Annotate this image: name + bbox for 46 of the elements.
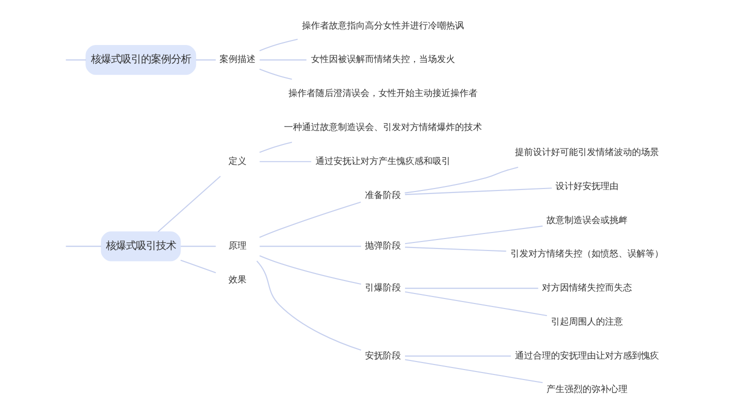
node-text: 原理	[228, 242, 247, 252]
connector	[405, 246, 506, 252]
connector	[260, 161, 312, 162]
node-text: 操作者故意指向高分女性并进行冷嘲热讽	[302, 21, 464, 32]
node-text: 故意制造误会或挑衅	[546, 216, 628, 226]
node-text: 准备阶段	[364, 190, 401, 201]
node-text: 操作者随后澄清误会，女性开始主动接近操作者	[288, 89, 478, 100]
connector	[259, 255, 362, 285]
connector	[404, 226, 543, 244]
connector	[404, 291, 548, 316]
connector	[259, 68, 292, 80]
node-text: 产生强烈的弥补心理	[546, 385, 628, 396]
connector	[158, 176, 221, 232]
connector	[259, 202, 361, 238]
node-text: 引爆阶段	[364, 284, 401, 294]
node-text: 案例描述	[220, 55, 256, 66]
node-text: 定义	[228, 156, 247, 167]
connector	[180, 260, 216, 274]
node-text: 对方因情绪失控而失态	[542, 284, 632, 294]
connector	[256, 260, 362, 351]
connector	[404, 166, 518, 194]
connector	[66, 246, 102, 247]
node-text: 一种通过故意制造误会、引发对方情绪爆炸的技术	[284, 122, 482, 133]
node-text: 设计好安抚理由	[556, 182, 619, 192]
node-text: 通过安抚让对方产生愧疚感和吸引	[315, 156, 450, 167]
connector	[405, 188, 552, 196]
connector	[405, 356, 511, 357]
node-text: 提前设计好可能引发情绪波动的场景	[515, 148, 660, 158]
node-text: 通过合理的安抚理由让对方感到愧疚	[515, 351, 660, 362]
connector	[404, 359, 543, 384]
connector	[405, 288, 538, 289]
connector	[66, 59, 86, 60]
node-text: 效果	[228, 275, 247, 286]
node-text: 抛弹阶段	[364, 242, 401, 252]
connector	[260, 246, 362, 247]
node-text: 安抚阶段	[364, 351, 401, 362]
connector	[259, 38, 298, 52]
connector	[260, 59, 306, 60]
node-box: 核爆式吸引的案例分析	[86, 45, 196, 75]
node-text: 女性因被误解而情绪失控，当场发火	[310, 55, 455, 66]
node-text: 引起周围人的注意	[551, 317, 624, 328]
connector	[259, 142, 292, 153]
connector	[196, 59, 216, 60]
node-text: 引发对方情绪失控（如愤怒、误解等）	[510, 250, 664, 260]
connector	[180, 246, 216, 247]
node-box: 核爆式吸引技术	[100, 231, 181, 262]
